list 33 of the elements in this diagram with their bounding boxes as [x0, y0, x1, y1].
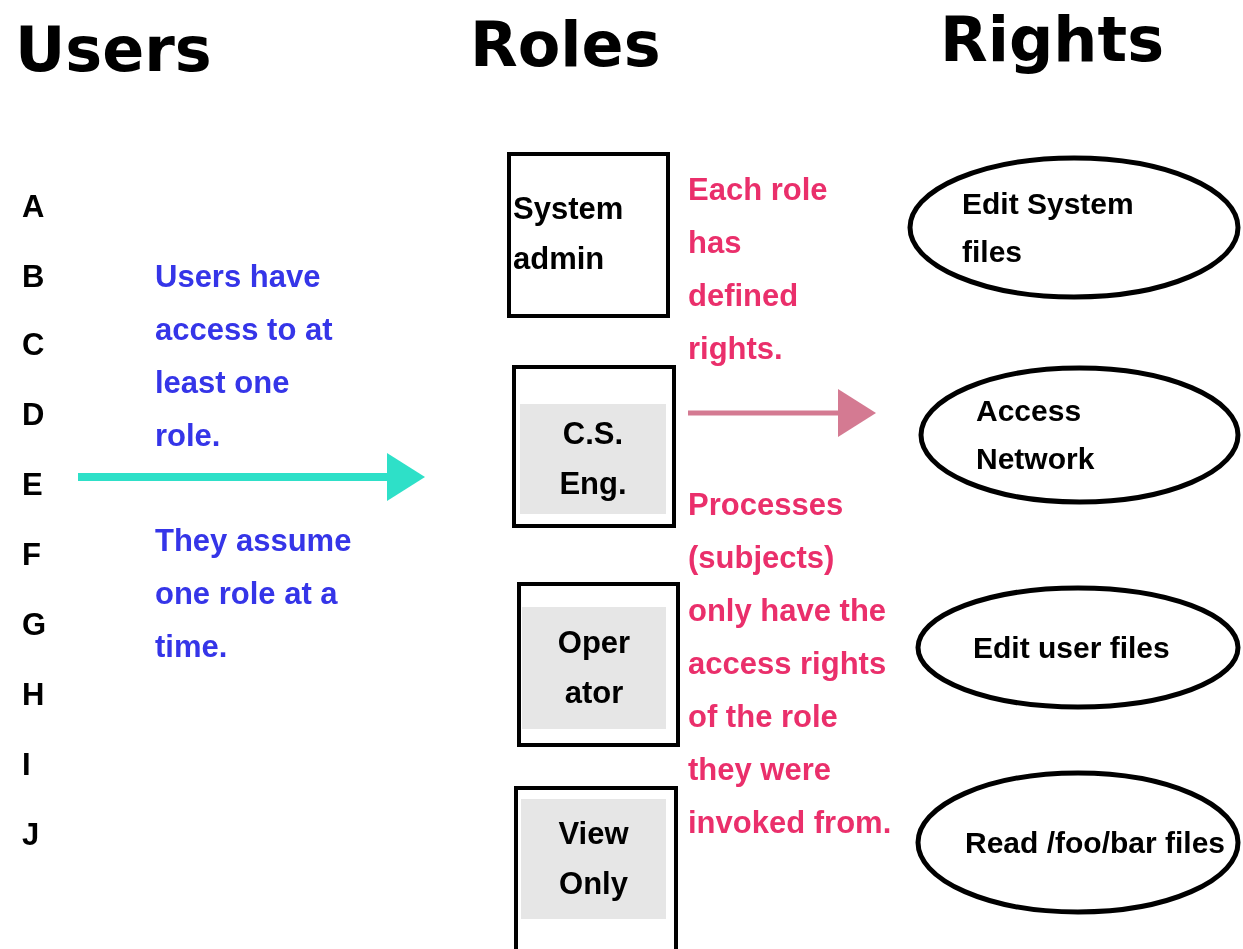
- note-text: Processes (subjects) only have the access rights of the role they were invoked from.: [688, 486, 893, 842]
- right-label: Read /foo/bar files: [965, 824, 1227, 861]
- user-letter: D: [22, 396, 45, 434]
- note-text: They assume one role at a time.: [155, 522, 353, 666]
- right-label: Edit user files: [973, 629, 1171, 666]
- role-box: [517, 582, 680, 747]
- note-text: Each role has defined rights.: [688, 171, 829, 368]
- user-letter: A: [22, 188, 45, 226]
- column-heading: Users: [15, 15, 212, 85]
- role-label: System admin: [513, 190, 625, 278]
- role-label: C.S. Eng.: [520, 404, 666, 514]
- role-box: [512, 365, 676, 528]
- user-letter: B: [22, 258, 45, 296]
- right-ellipse: [918, 365, 1241, 505]
- role-label: Oper ator: [522, 607, 666, 729]
- user-letter: E: [22, 466, 43, 504]
- role-box: [514, 786, 678, 949]
- column-heading: Rights: [940, 5, 1165, 75]
- user-letter: C: [22, 326, 45, 364]
- note-text: Users have access to at least one role.: [155, 258, 334, 455]
- right-ellipse: [907, 155, 1241, 300]
- user-letter: H: [22, 676, 45, 714]
- role-label: View Only: [521, 799, 666, 919]
- right-ellipse: [915, 770, 1241, 915]
- user-letter: J: [22, 816, 40, 854]
- column-heading: Roles: [470, 10, 661, 80]
- right-label: Edit System files: [962, 185, 1135, 270]
- right-ellipse: [915, 585, 1241, 710]
- user-letter: I: [22, 746, 31, 784]
- role-box: [507, 152, 670, 318]
- user-letter: G: [22, 606, 47, 644]
- right-label: Access Network: [976, 393, 1096, 477]
- user-letter: F: [22, 536, 41, 574]
